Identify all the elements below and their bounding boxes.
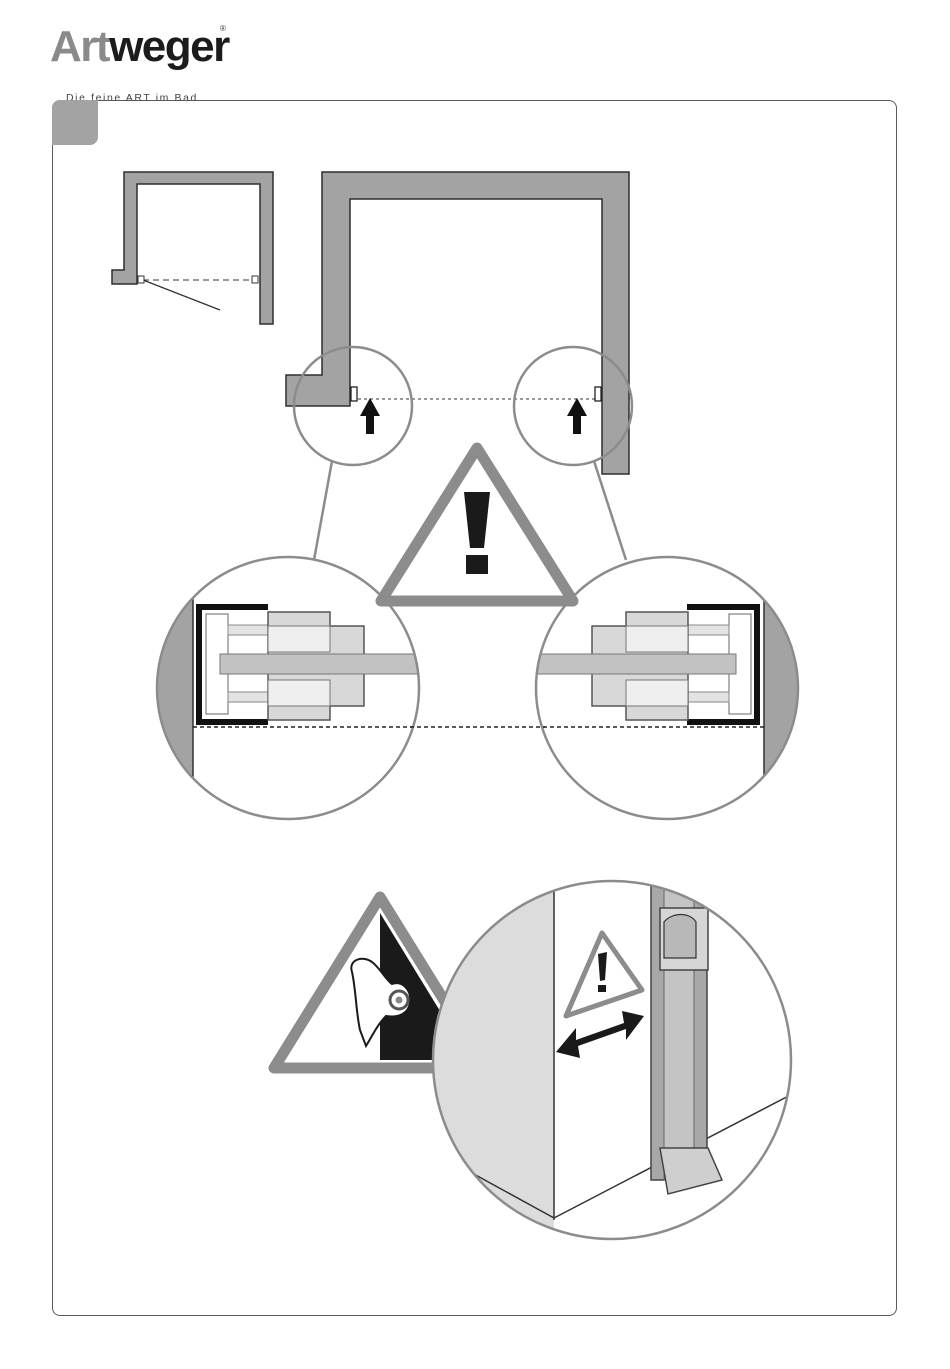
arrow-up-icon bbox=[360, 398, 380, 434]
arrow-up-icon bbox=[567, 398, 587, 434]
overview-floor-plan bbox=[112, 172, 273, 324]
warning-triangle-icon bbox=[381, 448, 573, 601]
enclosure-floor-plan bbox=[286, 172, 629, 474]
wall-profile-detail-view bbox=[420, 870, 800, 1250]
right-detail-view bbox=[536, 550, 807, 830]
left-detail-view bbox=[150, 550, 420, 830]
